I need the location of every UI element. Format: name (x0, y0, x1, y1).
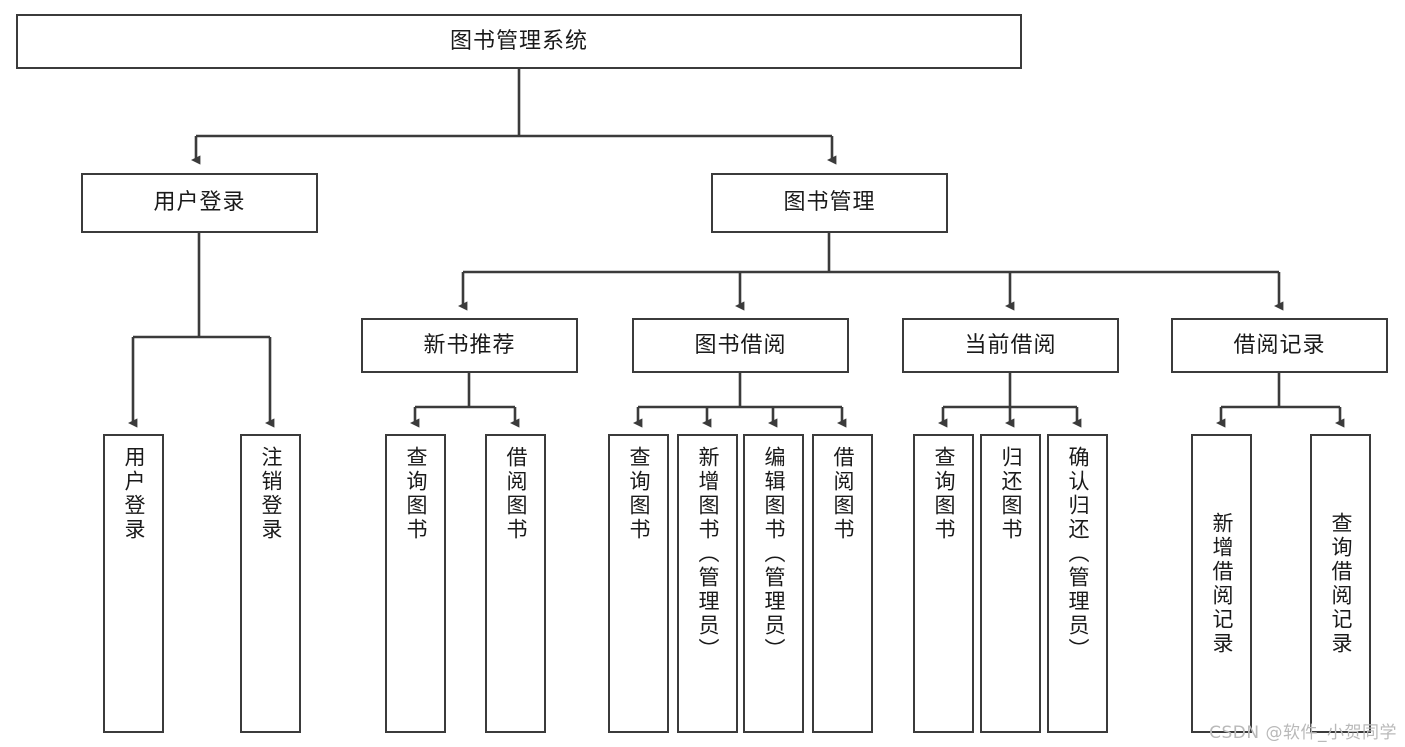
node-label: 查询图书 (627, 446, 651, 542)
node-label: 用户登录 (153, 190, 246, 216)
node-label: 新增借阅记录 (1210, 511, 1234, 656)
node-label: 图书借阅 (694, 332, 787, 358)
node-label: 用户登录 (122, 446, 146, 542)
node-label: 确认归还（管理员） (1066, 446, 1090, 662)
node-label: 借阅图书 (831, 446, 855, 542)
leaf-confirm-return-admin[interactable]: 确认归还（管理员） (1047, 434, 1108, 733)
node-label: 当前借阅 (964, 332, 1057, 358)
csdn-watermark: CSDN @软件_小贺同学 (1209, 723, 1397, 743)
leaf-add-book-admin[interactable]: 新增图书（管理员） (677, 434, 738, 733)
node-label: 注销登录 (259, 446, 283, 542)
leaf-user-logout[interactable]: 注销登录 (240, 434, 301, 733)
leaf-borrow-book-recommend[interactable]: 借阅图书 (485, 434, 546, 733)
node-label: 编辑图书（管理员） (762, 446, 786, 662)
node-label: 图书管理 (783, 190, 876, 216)
node-label: 新增图书（管理员） (696, 446, 720, 662)
node-label: 查询借阅记录 (1329, 511, 1353, 656)
node-current-borrow[interactable]: 当前借阅 (902, 318, 1119, 373)
leaf-query-borrow-record[interactable]: 查询借阅记录 (1310, 434, 1371, 733)
leaf-borrow-book[interactable]: 借阅图书 (812, 434, 873, 733)
node-book-management[interactable]: 图书管理 (711, 173, 948, 233)
leaf-query-book-current[interactable]: 查询图书 (913, 434, 974, 733)
node-label: 新书推荐 (423, 332, 516, 358)
leaf-return-book[interactable]: 归还图书 (980, 434, 1041, 733)
leaf-user-login[interactable]: 用户登录 (103, 434, 164, 733)
leaf-query-book-recommend[interactable]: 查询图书 (385, 434, 446, 733)
node-label: 查询图书 (932, 446, 956, 542)
node-label: 借阅记录 (1233, 332, 1326, 358)
node-book-borrow[interactable]: 图书借阅 (632, 318, 849, 373)
leaf-query-book-borrow[interactable]: 查询图书 (608, 434, 669, 733)
node-new-book-recommend[interactable]: 新书推荐 (361, 318, 578, 373)
node-root-system[interactable]: 图书管理系统 (16, 14, 1022, 69)
node-label: 归还图书 (999, 446, 1023, 542)
node-label: 查询图书 (404, 446, 428, 542)
node-user-login[interactable]: 用户登录 (81, 173, 318, 233)
node-label: 图书管理系统 (449, 28, 588, 54)
node-label: 借阅图书 (504, 446, 528, 542)
node-borrow-record[interactable]: 借阅记录 (1171, 318, 1388, 373)
leaf-edit-book-admin[interactable]: 编辑图书（管理员） (743, 434, 804, 733)
leaf-add-borrow-record[interactable]: 新增借阅记录 (1191, 434, 1252, 733)
